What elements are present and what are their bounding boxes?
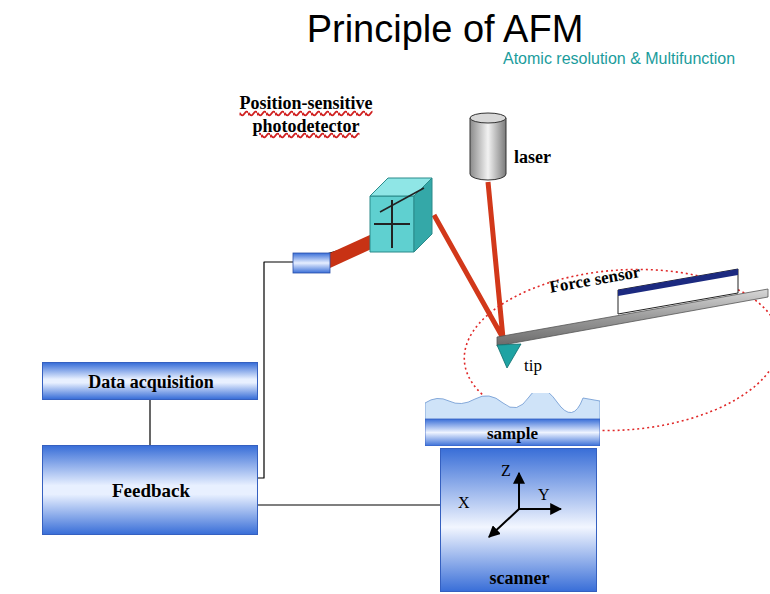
- axis-arrow: [519, 508, 561, 510]
- preamplifier: [293, 253, 330, 273]
- scanner-stage: scanner: [440, 448, 597, 592]
- part-label: tip: [524, 356, 542, 376]
- process-box: Feedback: [42, 445, 258, 535]
- axis-arrow: [489, 509, 519, 537]
- node-label: Data acquisition: [88, 371, 214, 394]
- signal-wire: [258, 504, 440, 505]
- laser-beam: [434, 182, 503, 338]
- axis-label: X: [458, 494, 470, 512]
- node-label: laser: [514, 146, 551, 169]
- axis-arrow: [518, 473, 520, 509]
- photodetector-cube: [368, 176, 434, 254]
- probe-tip: [497, 344, 521, 368]
- subtitle: Atomic resolution & Multifunction: [503, 50, 735, 68]
- laser-source: laser: [468, 112, 568, 182]
- axis-label: Y: [538, 486, 550, 504]
- node-label: Feedback: [112, 479, 190, 503]
- laser-cylinder: [468, 112, 508, 182]
- sample-surface: [425, 393, 600, 421]
- sample-band: sample: [425, 393, 600, 446]
- node-label: Position-sensitive photodetector: [236, 92, 376, 137]
- process-box: Data acquisition: [42, 362, 258, 400]
- signal-wire: [149, 400, 150, 445]
- photodetector: Position-sensitive photodetector: [236, 92, 436, 258]
- node-label: sample: [487, 423, 538, 444]
- axis-label: Z: [501, 462, 511, 480]
- sample-body: [425, 419, 600, 446]
- diagram-title: Principle of AFM: [240, 8, 650, 51]
- signal-wire: [258, 242, 368, 478]
- node-label: scanner: [490, 567, 550, 590]
